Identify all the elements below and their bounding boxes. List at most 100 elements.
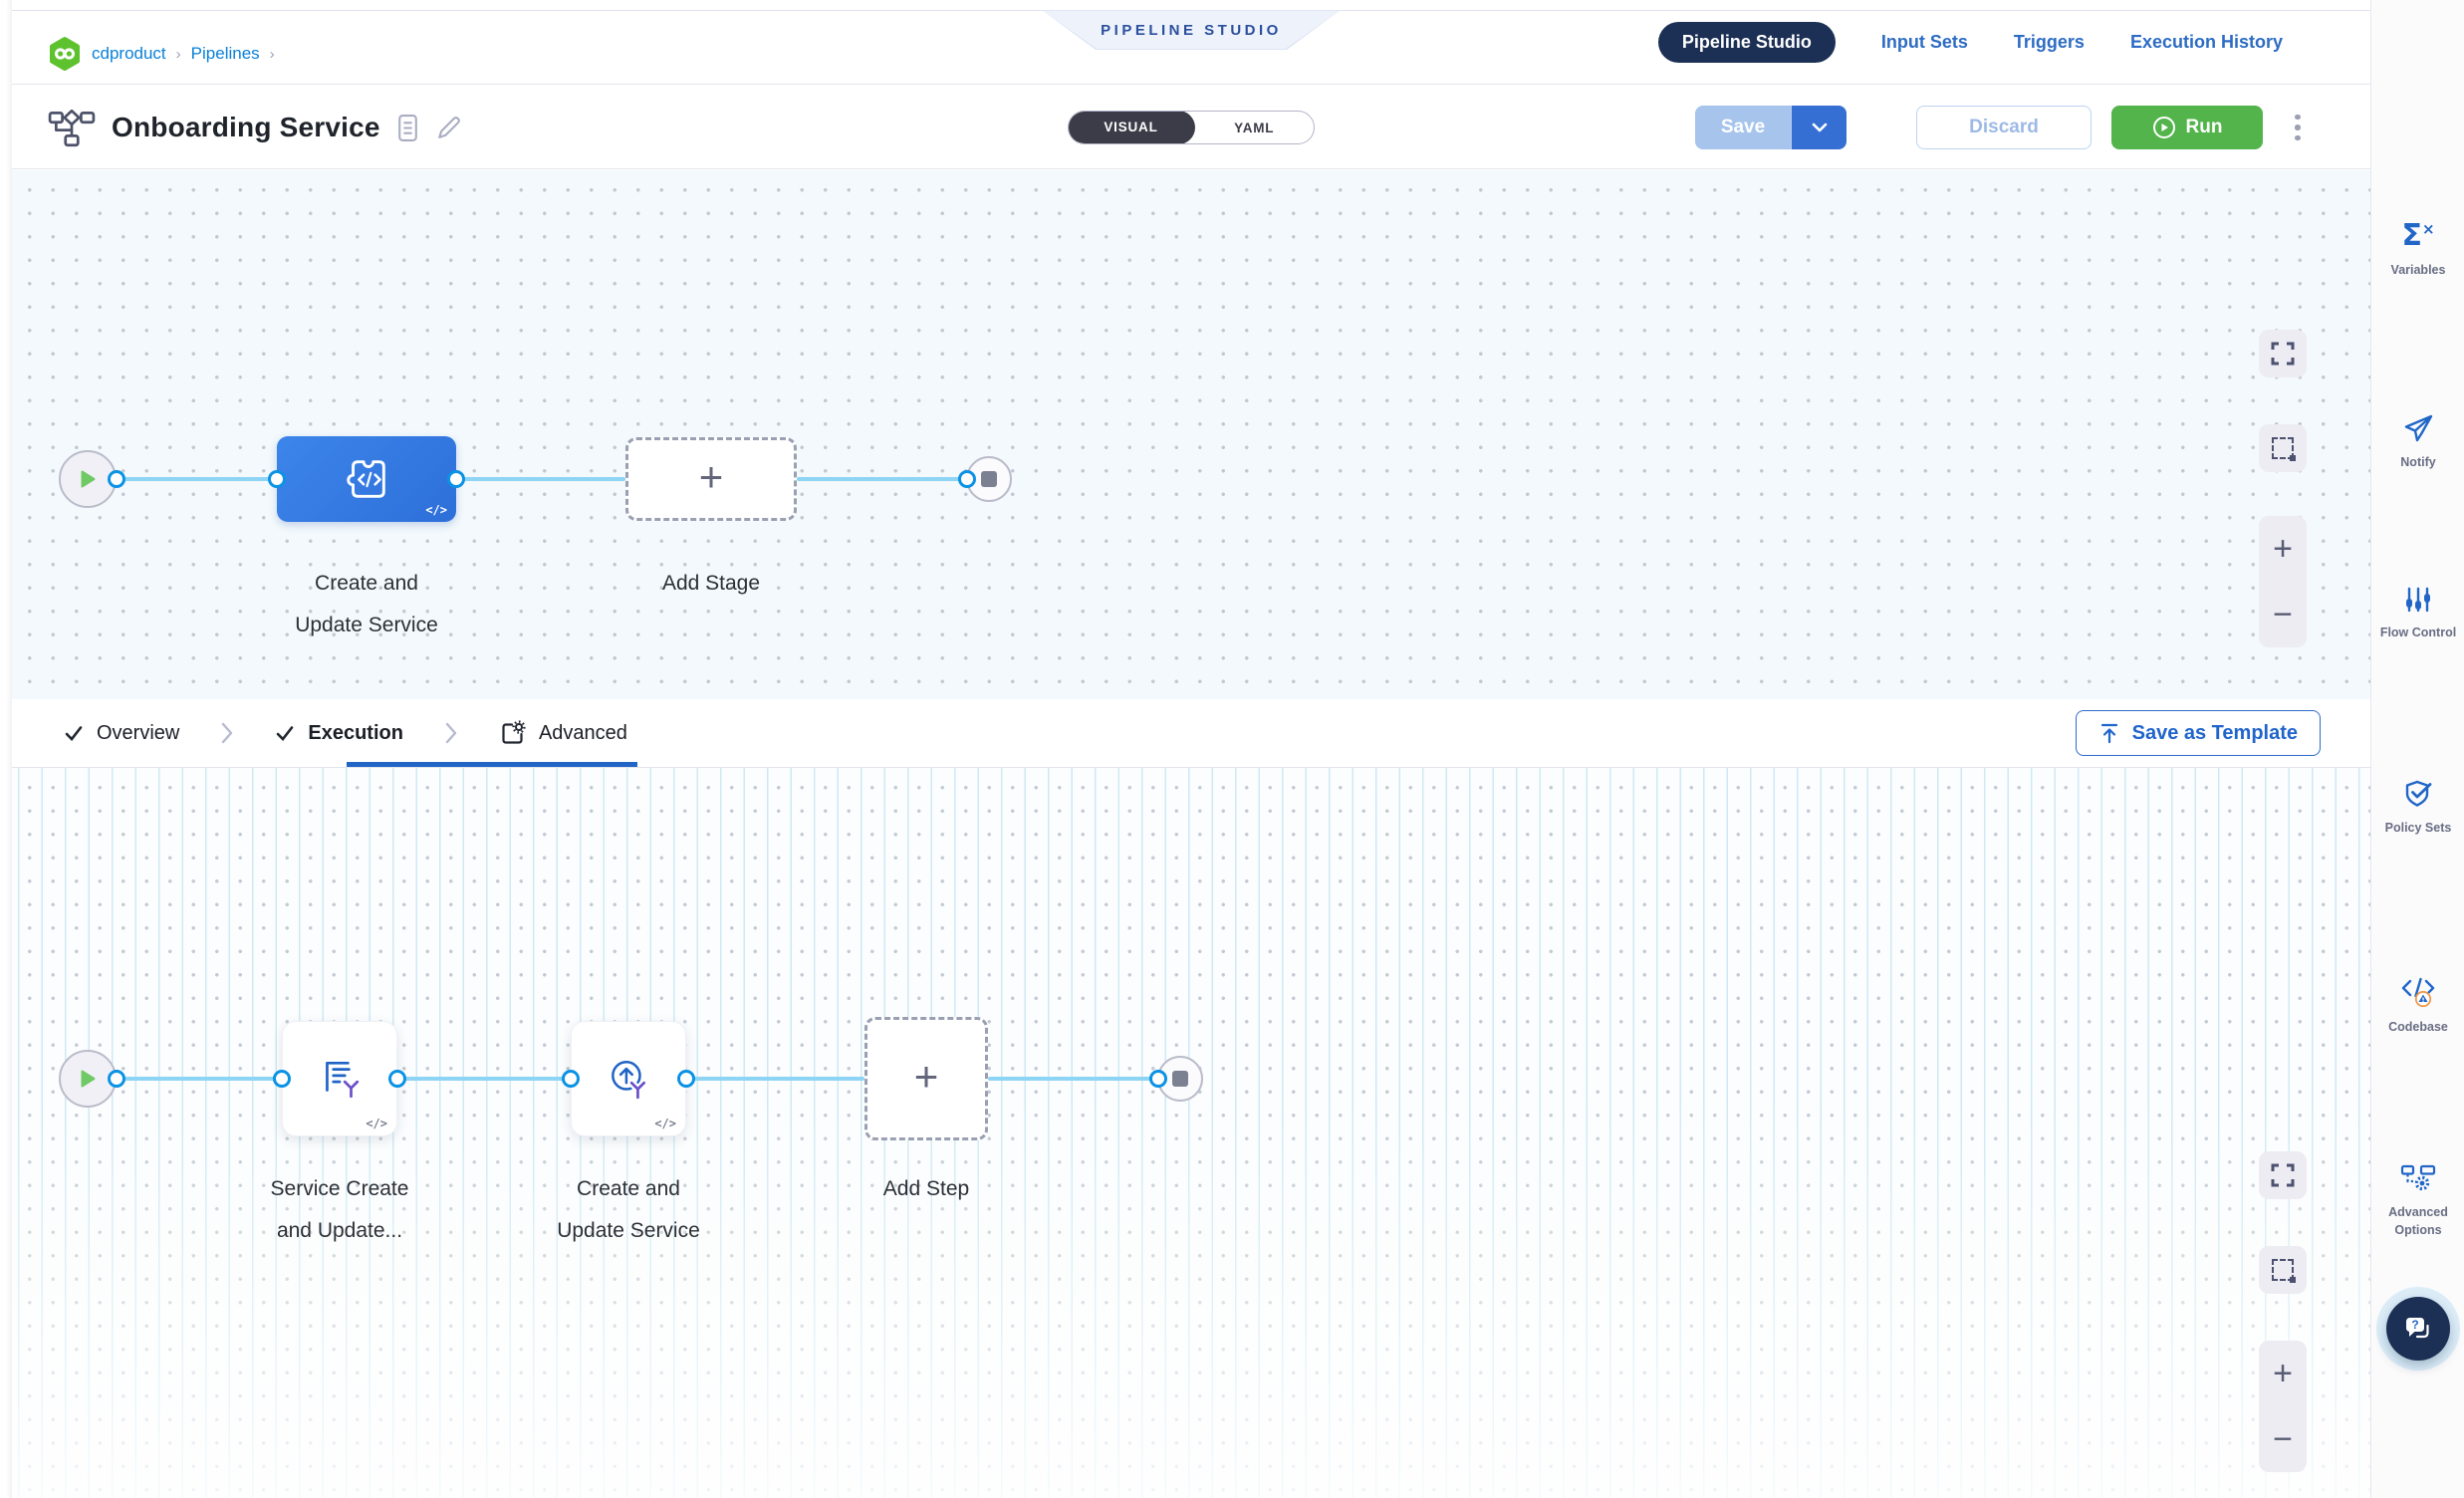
connector-line [117, 477, 277, 481]
edit-pencil-icon[interactable] [435, 115, 462, 141]
right-utility-sidebar: Σ× Variables Notify Flow Control Policy … [2370, 0, 2464, 1498]
more-options-kebab-button[interactable] [2285, 106, 2311, 149]
collapsed-left-nav-edge [0, 0, 12, 1498]
zoom-out-button[interactable]: − [2273, 596, 2293, 633]
fullscreen-icon [2271, 1163, 2295, 1187]
description-doc-icon[interactable] [396, 114, 419, 142]
top-navigation: Pipeline Studio Input Sets Triggers Exec… [1657, 22, 2283, 63]
tab-advanced[interactable]: Advanced [499, 719, 627, 747]
sidebar-item-policy-sets[interactable]: Policy Sets [2371, 779, 2464, 837]
stage-label[interactable]: Create and Update Service [217, 563, 516, 646]
pipeline-header: Onboarding Service VISUAL YAML Save [12, 86, 2370, 169]
step-node-create-and-update-service[interactable]: </> [571, 1021, 686, 1136]
fullscreen-icon [2271, 342, 2295, 366]
connector-dot [388, 1070, 406, 1088]
breadcrumb-pipelines-link[interactable]: Pipelines [190, 44, 260, 63]
sidebar-item-label: Variables [2390, 263, 2446, 277]
chevron-down-icon [1812, 123, 1827, 132]
sidebar-item-notify[interactable]: Notify [2371, 413, 2464, 471]
zoom-in-button[interactable]: + [2273, 530, 2293, 568]
tab-input-sets[interactable]: Input Sets [1880, 32, 1968, 52]
save-button[interactable]: Save [1695, 106, 1791, 149]
stage-node-create-and-update-service[interactable]: </> [277, 436, 456, 522]
add-step-label[interactable]: Add Step [882, 1177, 970, 1200]
upload-icon [2100, 723, 2117, 744]
connector-dot [1149, 1070, 1167, 1088]
save-as-template-button[interactable]: Save as Template [2075, 710, 2321, 756]
connector-dot [562, 1070, 580, 1088]
sidebar-item-variables[interactable]: Σ× Variables [2371, 221, 2464, 279]
add-step-button[interactable]: + [864, 1017, 988, 1140]
save-options-caret-button[interactable] [1791, 106, 1847, 149]
pipeline-title-group: Onboarding Service [48, 86, 462, 169]
sidebar-item-advanced-options[interactable]: Advanced Options [2371, 1163, 2464, 1239]
run-play-icon [2152, 117, 2175, 138]
tab-triggers[interactable]: Triggers [2013, 32, 2085, 52]
zoom-out-button[interactable]: − [2273, 1420, 2293, 1458]
sidebar-item-label: Codebase [2388, 1020, 2448, 1034]
stage-tabs: Overview Execution Advanced [64, 699, 627, 767]
save-as-template-label: Save as Template [2131, 721, 2298, 744]
multi-select-button[interactable] [2259, 1246, 2307, 1294]
connector-line [456, 477, 625, 481]
update-service-step-icon [612, 1061, 648, 1102]
add-stage-button[interactable]: + [625, 437, 797, 521]
variables-icon: Σ× [2401, 218, 2435, 253]
discard-button[interactable]: Discard [1916, 106, 2092, 149]
help-chat-button[interactable]: ? [2385, 1297, 2450, 1361]
run-button-label: Run [2185, 117, 2223, 137]
policy-shield-check-icon [2405, 780, 2431, 807]
fit-to-screen-button[interactable] [2259, 330, 2307, 377]
stage-graph-canvas[interactable]: </> + Create and Update Service Add Stag… [12, 170, 2370, 699]
add-stage-label[interactable]: Add Stage [661, 572, 761, 595]
pipeline-start-node[interactable] [59, 450, 117, 508]
connector-dot [268, 470, 286, 488]
tab-pipeline-studio[interactable]: Pipeline Studio [1657, 22, 1836, 63]
step-code-badge: </> [366, 1117, 387, 1130]
zoom-in-button[interactable]: + [2273, 1355, 2293, 1392]
sidebar-item-codebase[interactable]: Codebase [2371, 976, 2464, 1036]
breadcrumb-project-link[interactable]: cdproduct [92, 44, 166, 63]
connector-line [686, 1077, 864, 1081]
execution-graph-canvas[interactable]: </> </> + Service Create and Update... [12, 768, 2370, 1498]
connector-dot [447, 470, 465, 488]
multi-select-button[interactable] [2259, 424, 2307, 472]
chevron-right-icon [222, 722, 233, 744]
connector-dot [108, 1070, 125, 1088]
plus-icon: + [698, 453, 724, 500]
tab-execution-history[interactable]: Execution History [2129, 32, 2283, 52]
pipeline-studio-ribbon: PIPELINE STUDIO [1042, 10, 1341, 50]
toggle-yaml[interactable]: YAML [1234, 120, 1275, 135]
top-bar: cdproduct › Pipelines › PIPELINE STUDIO … [12, 0, 2370, 85]
play-icon [81, 470, 95, 488]
visual-yaml-toggle[interactable]: VISUAL YAML [1068, 111, 1315, 144]
tab-overview[interactable]: Overview [64, 722, 179, 745]
sidebar-item-label: Notify [2400, 455, 2436, 469]
breadcrumb-separator: › [175, 45, 181, 63]
run-button[interactable]: Run [2111, 106, 2263, 149]
save-button-group: Save [1695, 106, 1847, 149]
step1-label[interactable]: Service Create and Update... [190, 1168, 489, 1252]
play-icon [81, 1070, 95, 1088]
sidebar-item-flow-control[interactable]: Flow Control [2371, 586, 2464, 641]
breadcrumb: cdproduct › Pipelines › [48, 36, 275, 72]
tab-execution[interactable]: Execution [275, 722, 403, 745]
tab-advanced-label: Advanced [538, 721, 627, 744]
step2-label-line2: Update Service [557, 1219, 700, 1242]
page-title: Onboarding Service [112, 112, 380, 142]
tab-execution-label: Execution [308, 721, 403, 744]
sidebar-item-label: Policy Sets [2384, 821, 2452, 835]
advanced-options-icon [2400, 1164, 2436, 1191]
notify-paper-plane-icon [2404, 414, 2433, 442]
stage-label-line2: Update Service [295, 614, 438, 636]
flow-control-sliders-icon [2406, 587, 2430, 613]
fit-to-screen-button[interactable] [2259, 1151, 2307, 1199]
selection-icon [2272, 437, 2296, 461]
stop-icon [1172, 1071, 1188, 1087]
step2-label[interactable]: Create and Update Service [479, 1168, 778, 1252]
connector-dot [677, 1070, 695, 1088]
stop-icon [981, 471, 997, 487]
toggle-visual[interactable]: VISUAL [1069, 112, 1195, 143]
step-node-service-create-and-update[interactable]: </> [282, 1021, 397, 1136]
